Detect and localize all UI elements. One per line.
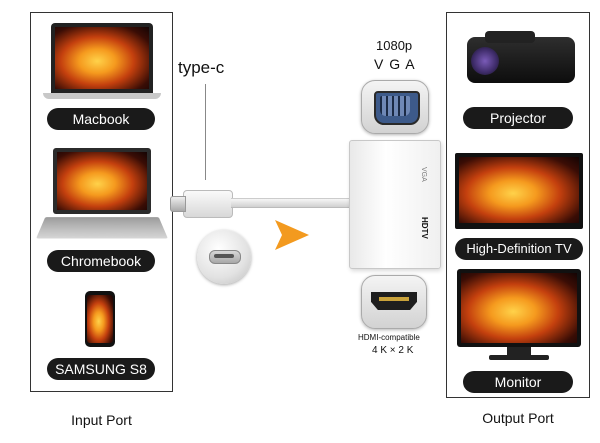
- samsung-s8-image: [85, 291, 115, 347]
- adapter-vga-port-label: VGA: [420, 167, 427, 182]
- vga-connector-closeup: [361, 80, 429, 134]
- monitor-label: Monitor: [463, 371, 573, 393]
- hdmi-name-label: HDMI-compatible: [358, 333, 420, 342]
- input-port-panel: Macbook Chromebook SAMSUNG S8: [30, 12, 173, 392]
- macbook-label: Macbook: [47, 108, 155, 130]
- vga-name-label: V G A: [374, 56, 416, 72]
- macbook-image: [43, 23, 161, 101]
- hdmi-resolution-label: 4 K × 2 K: [372, 345, 414, 356]
- type-c-plug-tip: [170, 196, 186, 212]
- monitor-image: [457, 269, 581, 363]
- hdtv-label: High-Definition TV: [455, 238, 583, 260]
- type-c-connector-closeup: [197, 230, 251, 284]
- chromebook-label: Chromebook: [47, 250, 155, 272]
- chromebook-image: [36, 148, 168, 243]
- usb-cable: [231, 198, 349, 208]
- samsung-s8-label: SAMSUNG S8: [47, 358, 155, 380]
- adapter-hdtv-port-label: HDTV: [420, 217, 429, 239]
- hdtv-image: [455, 153, 583, 229]
- vga-resolution-label: 1080p: [376, 38, 413, 53]
- projector-label: Projector: [463, 107, 573, 129]
- type-c-leader-line: [205, 84, 206, 180]
- adapter-hub: VGA HDTV: [349, 140, 441, 269]
- projector-image: [459, 23, 577, 89]
- type-c-plug: [183, 190, 233, 218]
- output-port-caption: Output Port: [482, 410, 554, 426]
- output-port-panel: Projector High-Definition TV Monitor: [446, 12, 590, 398]
- hdmi-connector-closeup: [361, 275, 427, 329]
- type-c-label: type-c: [178, 58, 225, 77]
- arrow-right-icon: [275, 220, 309, 250]
- input-port-caption: Input Port: [71, 412, 132, 428]
